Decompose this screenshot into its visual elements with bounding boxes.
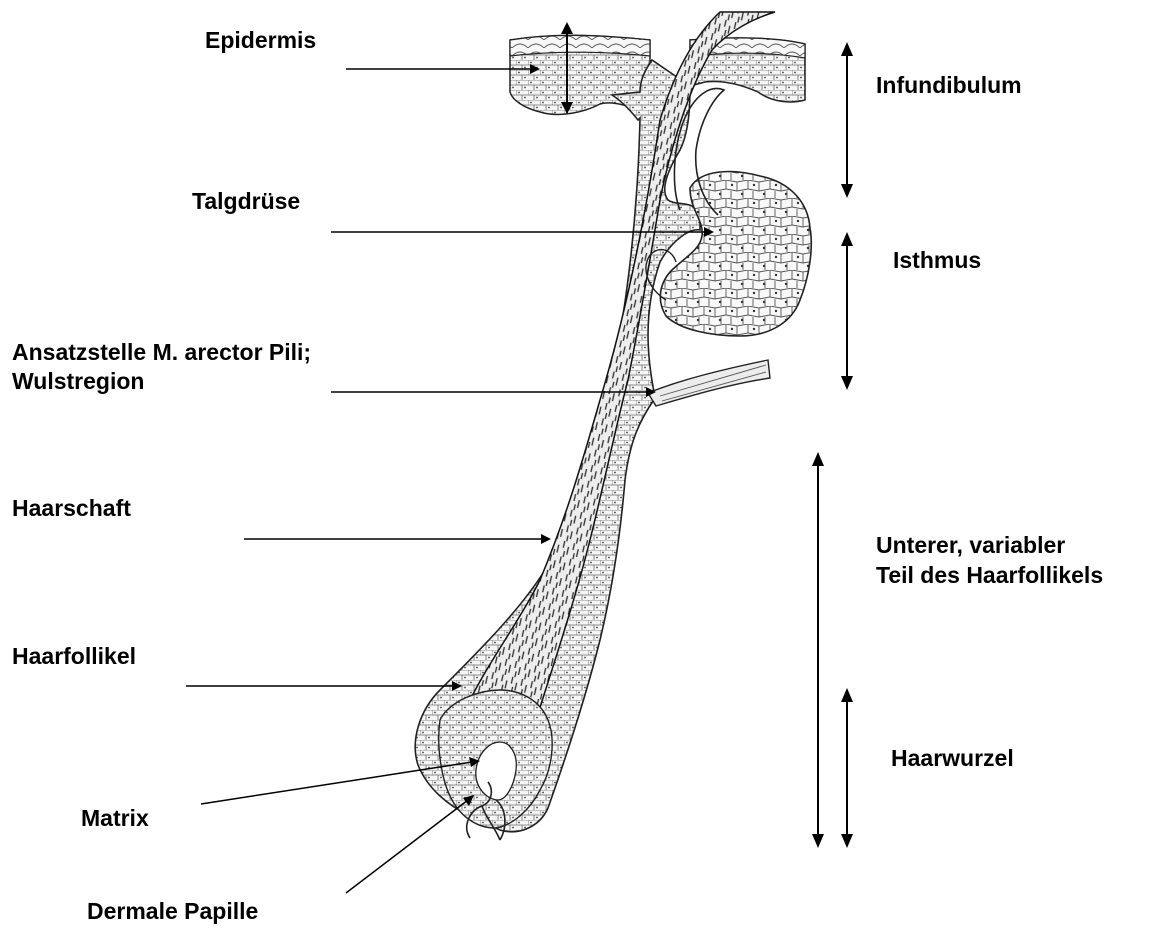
label-haarfollikel: Haarfollikel — [12, 642, 136, 670]
sebaceous-gland — [660, 172, 811, 336]
label-unterer-line1: Unterer, variabler — [876, 531, 1065, 559]
label-infundibulum: Infundibulum — [876, 71, 1022, 99]
label-talgdruese: Talgdrüse — [192, 187, 300, 215]
label-epidermis: Epidermis — [205, 26, 316, 54]
label-dermale-papille: Dermale Papille — [87, 897, 258, 925]
hair-shaft — [463, 12, 776, 805]
label-wulstregion: Wulstregion — [12, 367, 144, 395]
label-haarschaft: Haarschaft — [12, 494, 131, 522]
arrector-pili-muscle — [648, 360, 770, 406]
label-matrix: Matrix — [81, 804, 149, 832]
label-ansatzstelle: Ansatzstelle M. arector Pili; — [12, 338, 311, 366]
label-isthmus: Isthmus — [893, 246, 981, 274]
label-unterer-line2: Teil des Haarfollikels — [876, 561, 1103, 589]
leader-papille — [346, 800, 468, 893]
label-haarwurzel: Haarwurzel — [891, 744, 1014, 772]
